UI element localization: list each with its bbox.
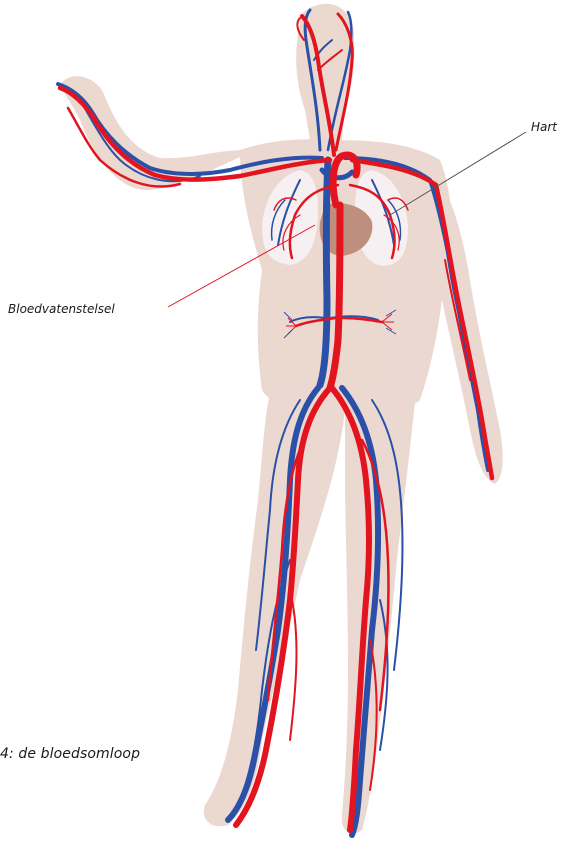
vessel-system-label: Bloedvatenstelsel [8,302,115,316]
figure-caption: 4: de bloedsomloop [0,746,140,762]
body-silhouette [62,4,503,834]
heart-label: Hart [531,120,557,134]
